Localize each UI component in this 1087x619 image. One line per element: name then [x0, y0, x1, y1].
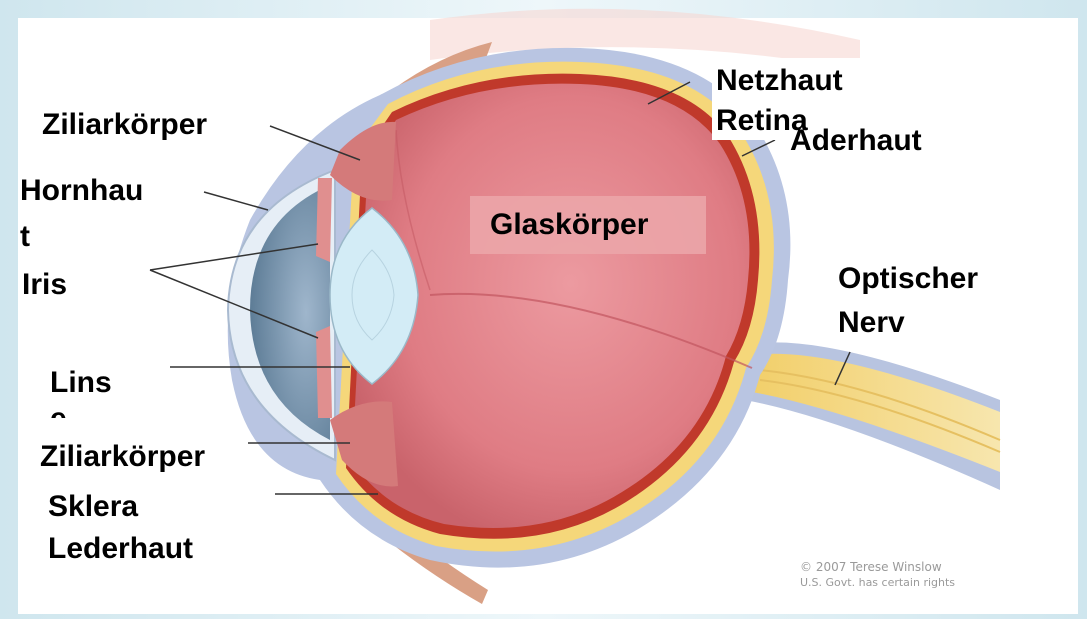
credit-line2: U.S. Govt. has certain rights — [800, 576, 955, 590]
label-hornhaut-line1: Hornhau — [20, 174, 143, 208]
label-iris: Iris — [22, 268, 67, 302]
label-linse-line1: Lins — [50, 366, 112, 400]
credit-line1: © 2007 Terese Winslow — [800, 560, 942, 574]
label-ziliarkoerper-bottom: Ziliarkörper — [40, 440, 205, 474]
iris-top — [316, 178, 332, 262]
label-ziliarkoerper-top: Ziliarkörper — [42, 108, 207, 142]
iris-bottom — [316, 326, 332, 418]
label-linse-line2: e — [50, 402, 67, 418]
label-glaskoerper: Glaskörper — [490, 208, 648, 242]
label-optischer: Optischer — [838, 262, 978, 296]
label-hornhaut-line2: t — [20, 220, 30, 254]
label-netzhaut: Netzhaut — [716, 64, 843, 98]
label-aderhaut: Aderhaut — [790, 124, 922, 158]
label-sklera: Sklera — [48, 490, 138, 524]
label-lederhaut: Lederhaut — [48, 532, 193, 566]
label-nerv: Nerv — [838, 306, 905, 336]
